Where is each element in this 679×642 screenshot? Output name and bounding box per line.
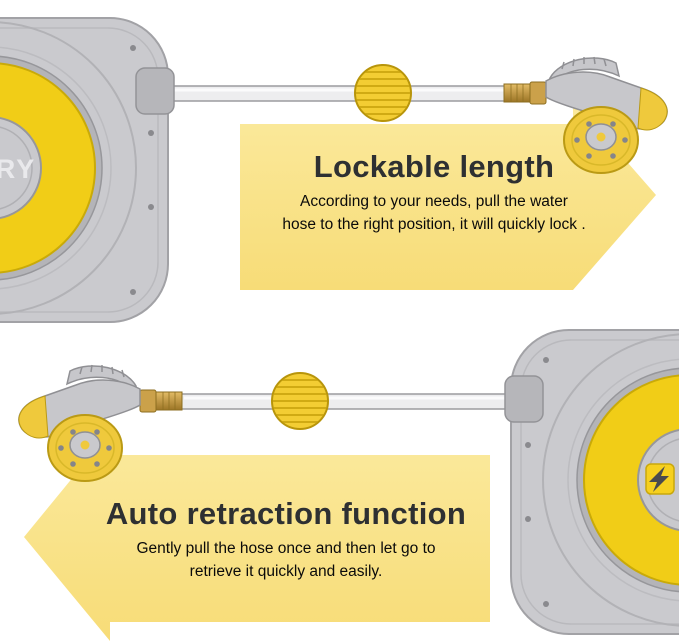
ball-ribs (273, 379, 327, 423)
hose-top (147, 85, 513, 102)
lightning-bolt-icon (649, 466, 669, 492)
ball-ribs (356, 71, 410, 115)
feature-desc-line2: retrieve it quickly and easily. (189, 563, 383, 581)
feature-title-top: Lockable length (313, 149, 555, 184)
feature-description-top: According to your needs, pull the water … (245, 191, 623, 237)
reel-yellow-disc (583, 374, 679, 586)
reel-case-inner-line (0, 27, 159, 313)
feature-arrow-right (240, 100, 656, 290)
feature-callout-lockable-length: Lockable length According to your needs,… (245, 149, 623, 237)
hose-reel-top: RY (0, 17, 175, 323)
feature-arrow-left (24, 432, 490, 641)
case-screws (130, 45, 154, 295)
reel-center-cap (0, 116, 42, 220)
feature-title-bottom: Auto retraction function (105, 496, 467, 531)
hose-outlet-guide (504, 375, 544, 423)
feature-description-bottom: Gently pull the hose once and then let g… (68, 538, 504, 584)
reel-cap-ring (0, 126, 33, 210)
hose-outlet-guide (135, 67, 175, 115)
feature-desc-line1: Gently pull the hose once and then let g… (136, 540, 436, 558)
reel-case-ridges (542, 333, 679, 627)
hose-reel-bottom (504, 329, 679, 635)
reel-case-inner-line (520, 339, 679, 625)
reel-brand-text-partial: RY (0, 154, 36, 184)
case-screws (525, 357, 549, 607)
hose-bottom (179, 393, 547, 410)
hose-stopper-ball-bottom (271, 372, 329, 430)
feature-desc-line2: hose to the right position, it will quic… (282, 216, 586, 234)
feature-callout-auto-retraction: Auto retraction function Gently pull the… (68, 496, 504, 584)
reel-yellow-disc (0, 62, 96, 274)
feature-desc-line1: According to your needs, pull the water (300, 193, 568, 211)
hose-stopper-ball-top (354, 64, 412, 122)
reel-case-ridges (0, 21, 137, 315)
